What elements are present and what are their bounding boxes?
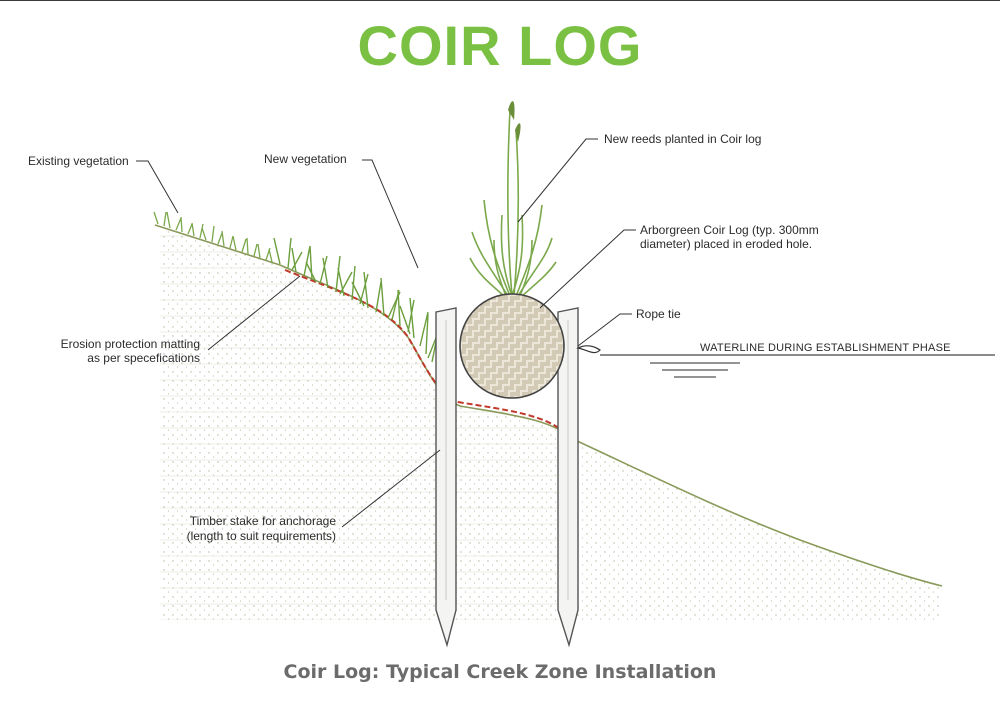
existing-vegetation — [153, 211, 273, 263]
label-matting-line1: Erosion protection matting — [61, 337, 200, 351]
top-border — [0, 0, 1000, 1]
diagram-caption: Coir Log: Typical Creek Zone Installatio… — [283, 661, 717, 683]
reed-seed-head-2 — [515, 123, 521, 142]
waterline-symbol — [650, 362, 740, 378]
leader-lines — [136, 138, 636, 528]
label-rope-tie: Rope tie — [636, 307, 681, 321]
label-stake-line2: (length to suit requirements) — [187, 529, 336, 543]
label-new-reeds: New reeds planted in Coir log — [604, 132, 761, 146]
label-coir-log-line2: diameter) placed in eroded hole. — [640, 237, 812, 251]
creek-bed — [575, 440, 940, 620]
erosion-matting-line — [284, 269, 569, 437]
coir-log-fill — [460, 294, 564, 398]
soil-bank-lines — [160, 225, 575, 620]
new-vegetation — [273, 237, 441, 363]
rope-tie — [576, 345, 601, 354]
new-reeds — [469, 109, 557, 297]
label-existing-vegetation: Existing vegetation — [28, 154, 129, 168]
label-waterline: WATERLINE DURING ESTABLISHMENT PHASE — [700, 342, 951, 354]
label-stake-line1: Timber stake for anchorage — [190, 514, 337, 528]
page-title: COIR LOG — [357, 14, 643, 77]
label-coir-log-line1: Arborgreen Coir Log (typ. 300mm — [640, 223, 819, 237]
reed-seed-head-1 — [508, 101, 515, 120]
label-new-vegetation: New vegetation — [264, 152, 347, 166]
coir-log-outline — [459, 293, 565, 399]
label-matting-line2: as per specefications — [87, 351, 200, 365]
